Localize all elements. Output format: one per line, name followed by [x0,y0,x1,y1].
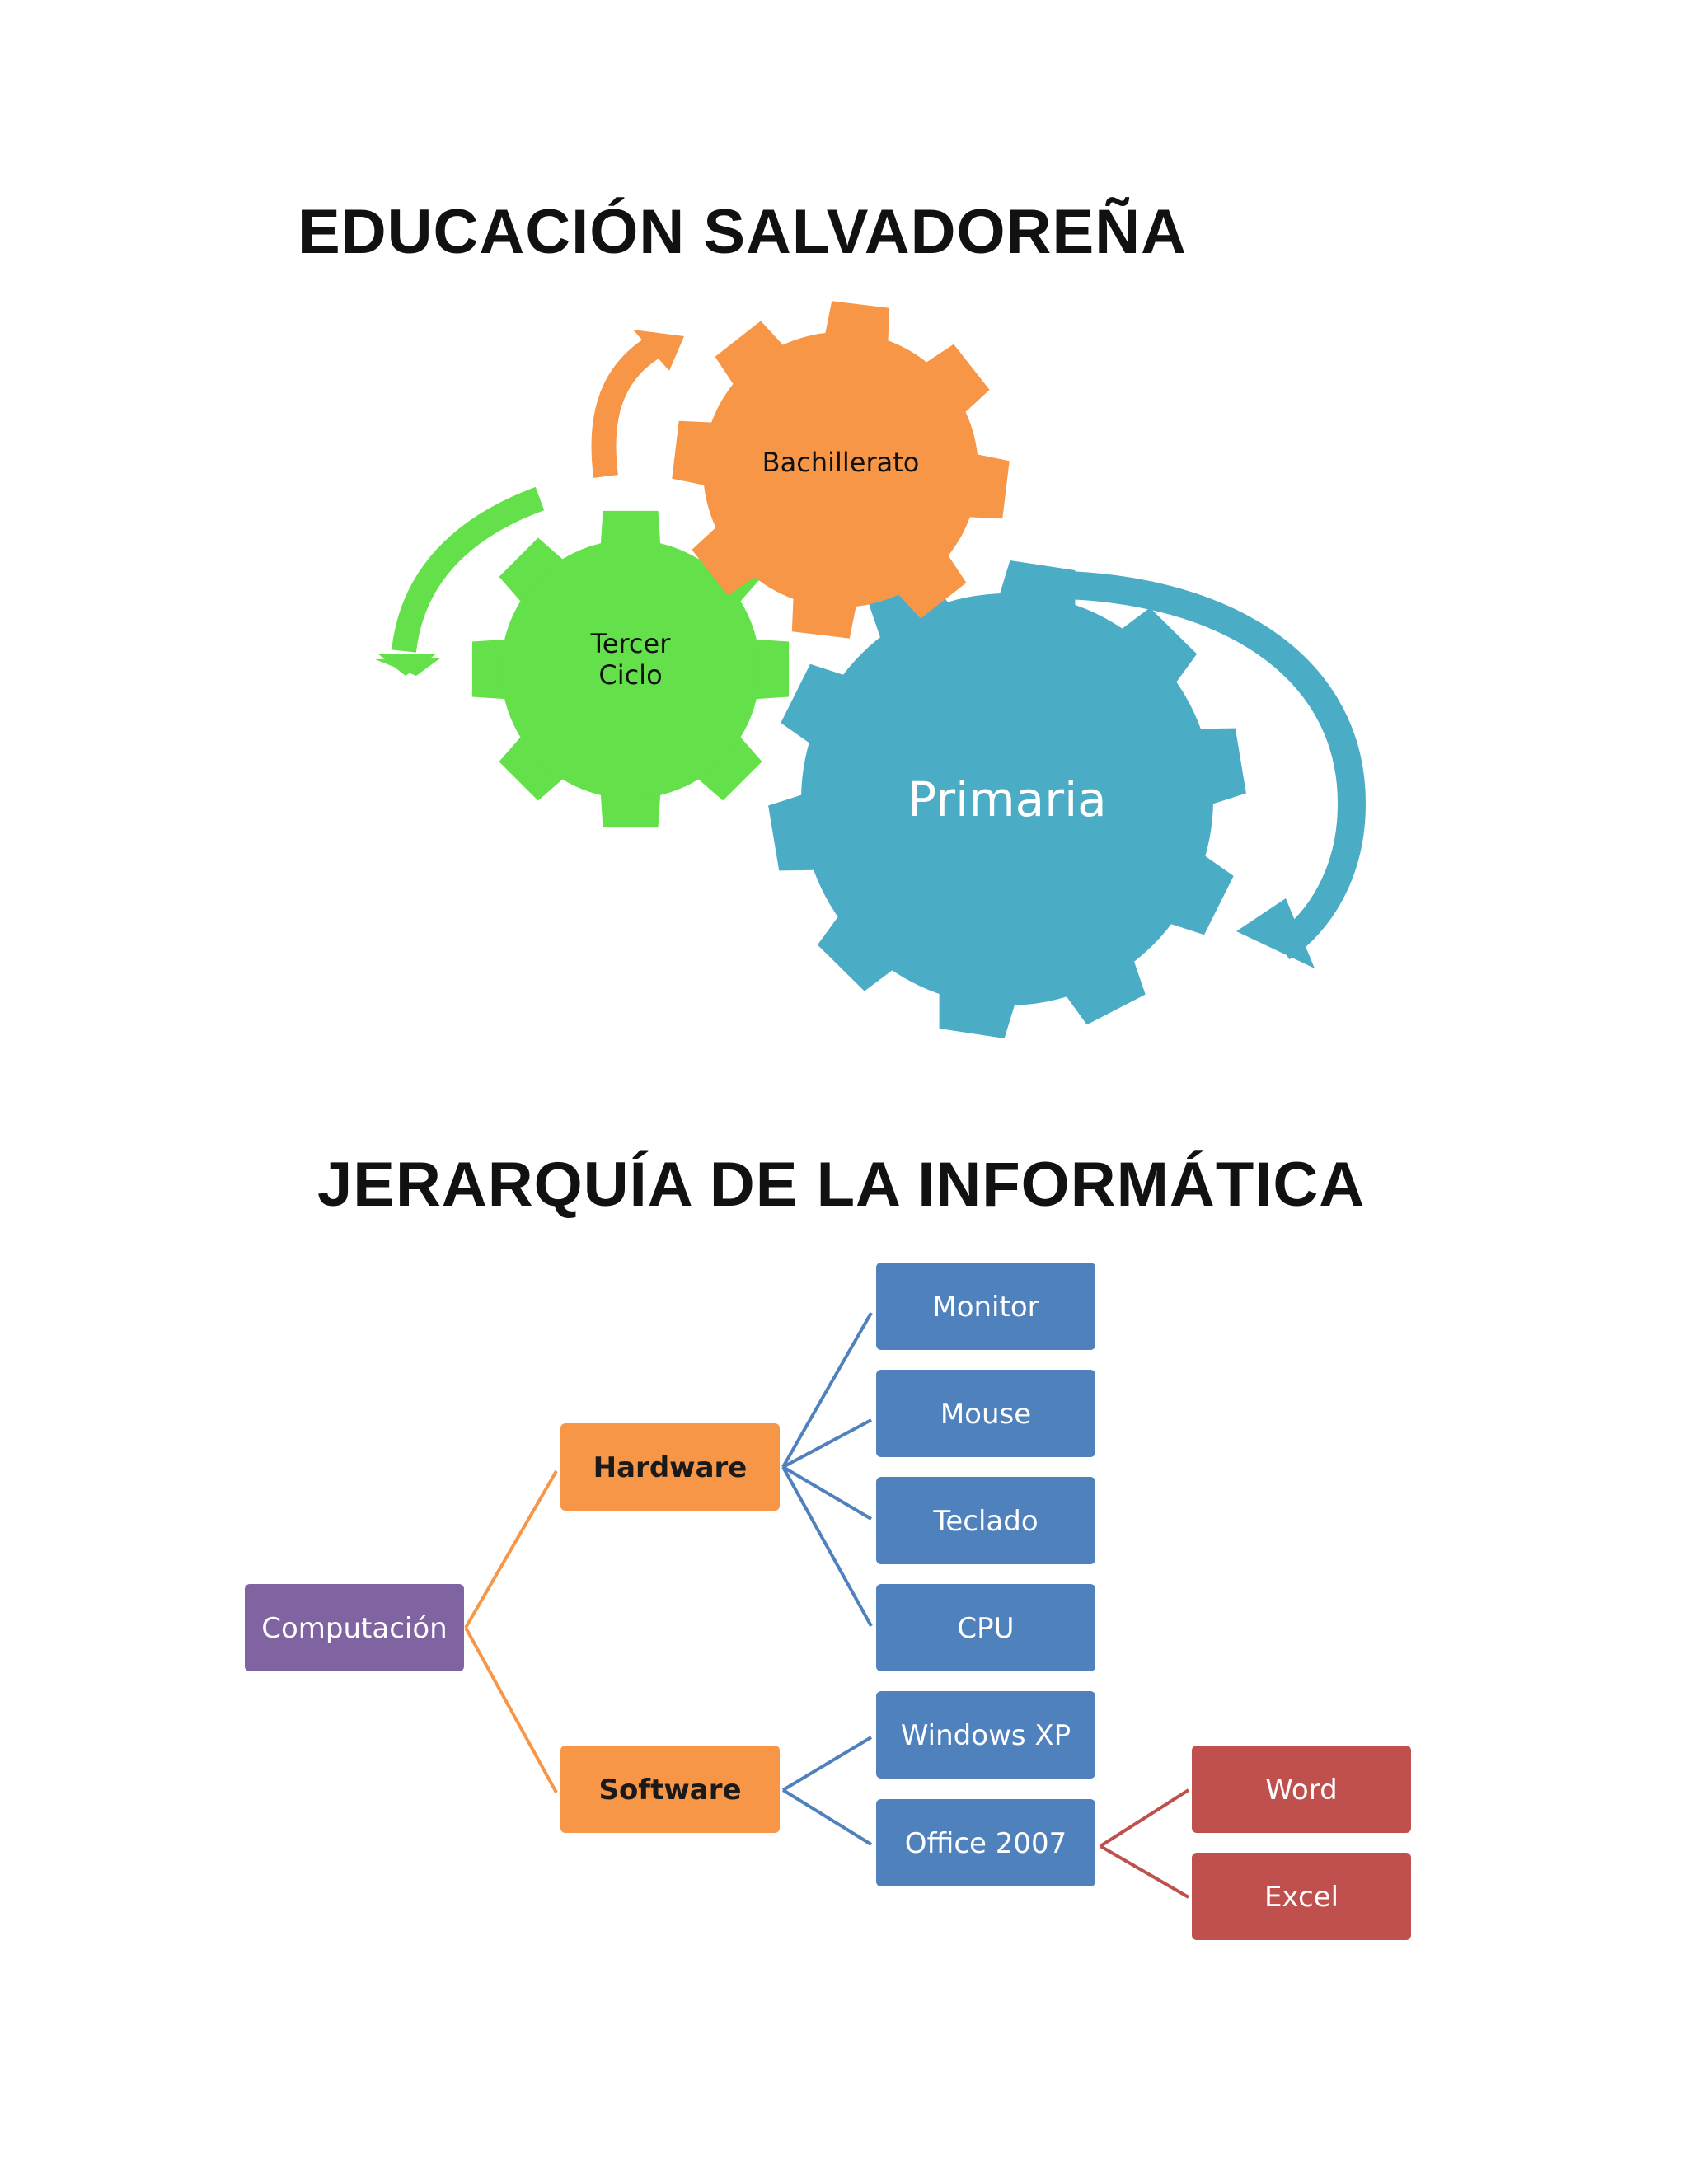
gear-label-tercer-ciclo-line2: Ciclo [598,659,662,691]
gear-tercer-ciclo [471,510,790,828]
node-label: Excel [1264,1881,1339,1914]
node-windows-xp: Windows XP [876,1691,1095,1779]
node-word: Word [1192,1746,1411,1833]
node-excel: Excel [1192,1853,1411,1940]
gear-bachillerato-body [703,332,978,607]
node-office-2007: Office 2007 [876,1799,1095,1886]
node-label: Windows XP [901,1719,1071,1752]
gear-primaria-body [801,593,1213,1005]
node-label: Mouse [940,1398,1031,1431]
node-software: Software [560,1746,780,1833]
node-mouse: Mouse [876,1370,1095,1457]
node-label: Software [598,1774,741,1807]
node-label: Office 2007 [905,1827,1067,1860]
education-title: EDUCACIÓN SALVADOREÑA [298,197,1187,267]
cycle-arrow-green [375,486,545,676]
gear-tercer-ciclo-body [501,540,760,799]
node-label: Hardware [593,1451,748,1484]
cycle-arrow-blue [1015,570,1367,968]
informatics-title: JERARQUÍA DE LA INFORMÁTICA [317,1150,1366,1220]
connector-office-items [1099,1788,1190,1899]
gear-label-tercer-ciclo-line1: Tercer [590,628,672,659]
connector-hardware-items [781,1312,873,1627]
gear-bachillerato [672,301,1010,639]
connector-software-items [781,1736,873,1846]
node-label: Computación [261,1612,447,1645]
gear-primaria [768,560,1246,1038]
gear-label-primaria: Primaria [907,771,1106,827]
node-label: Teclado [932,1505,1038,1538]
cycle-arrow-orange [591,330,684,478]
connector-root-level1 [464,1469,558,1793]
node-cpu: CPU [876,1584,1095,1671]
node-computacion: Computación [245,1584,464,1671]
node-label: Monitor [932,1291,1039,1324]
node-teclado: Teclado [876,1477,1095,1564]
node-hardware: Hardware [560,1423,780,1511]
node-label: Word [1265,1774,1337,1807]
node-monitor: Monitor [876,1263,1095,1350]
node-label: CPU [957,1612,1014,1645]
gear-label-bachillerato: Bachillerato [762,447,920,478]
